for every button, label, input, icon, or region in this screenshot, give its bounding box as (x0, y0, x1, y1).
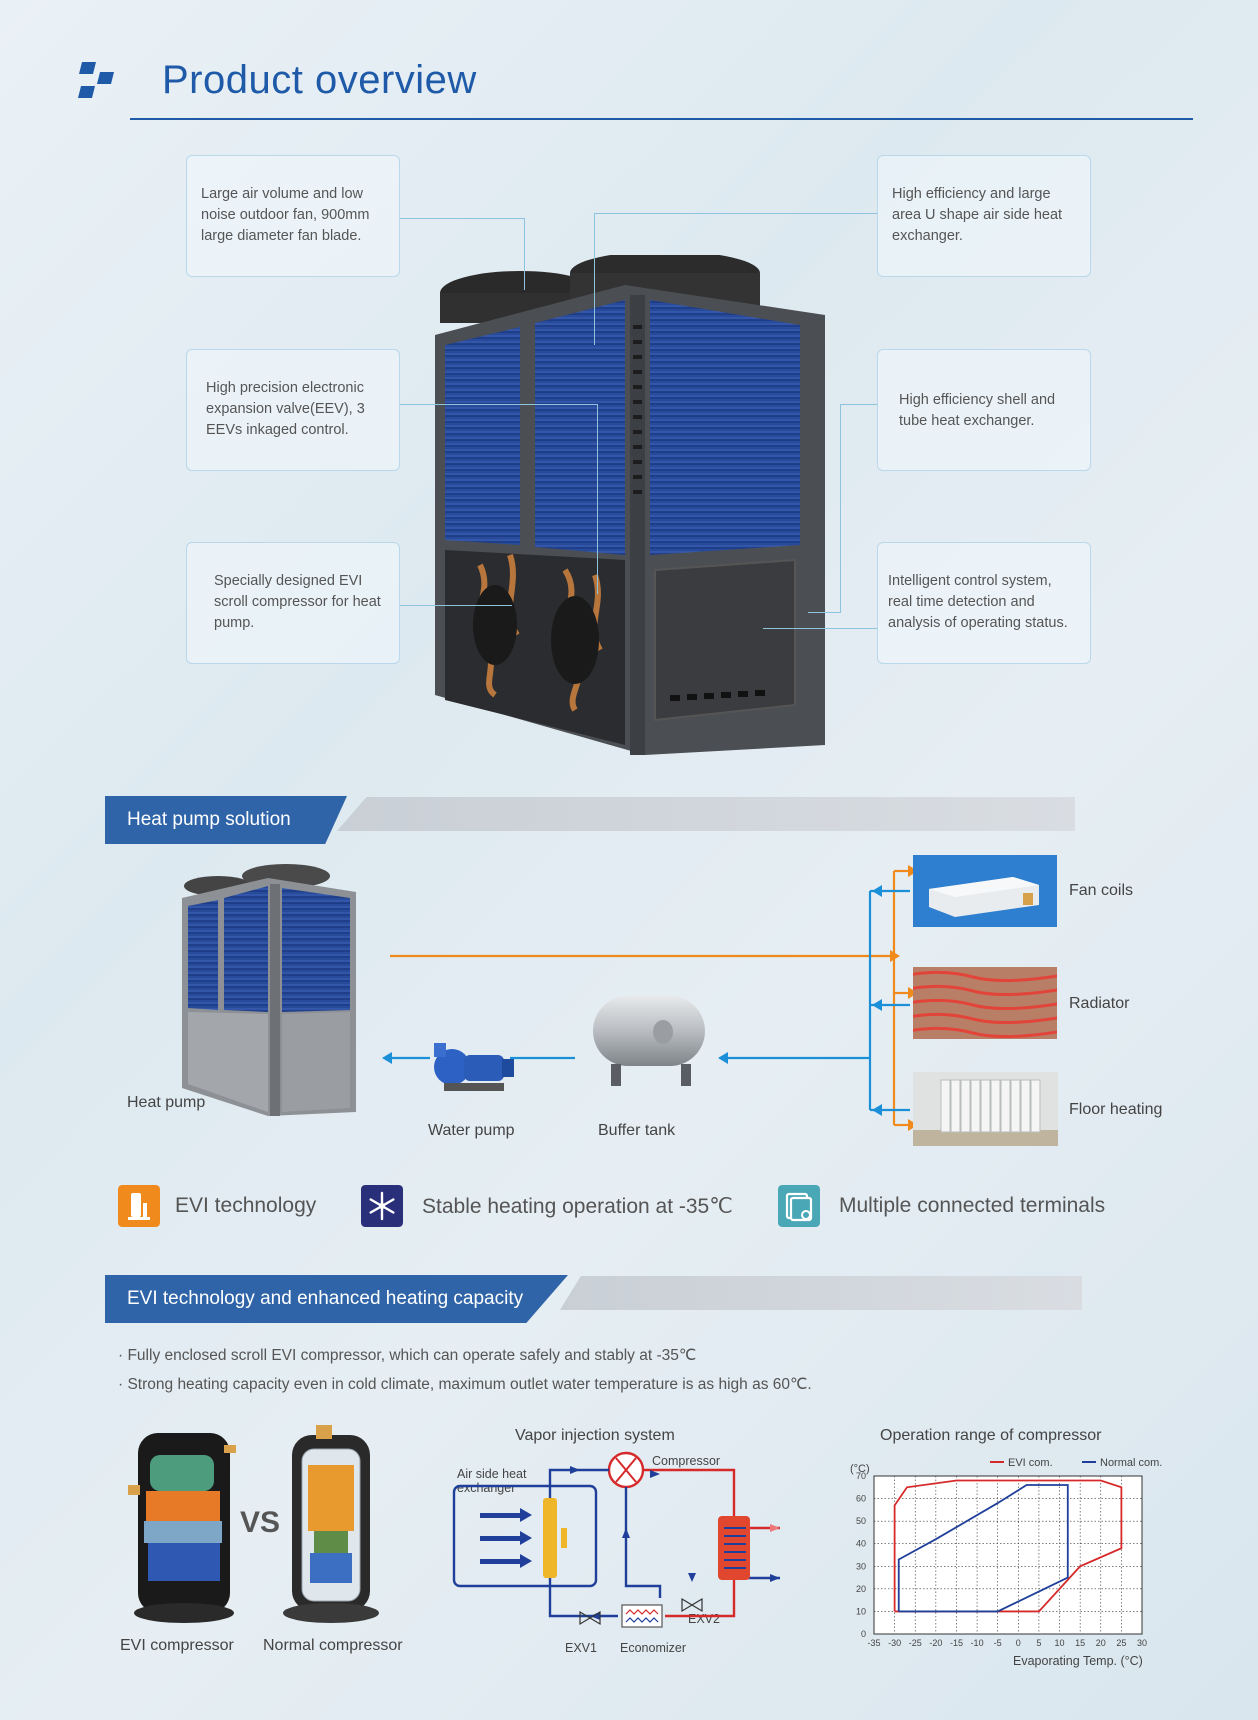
x-tick-label: 15 (1075, 1638, 1085, 1648)
series-line-1 (897, 1484, 1069, 1613)
operation-range-chart: -35 -30 -25 -20 -15 -10 -5 0 5 10 15 20 25 30 0 10 20 30 4… (856, 1458, 1162, 1648)
x-tick-label: -15 (950, 1638, 963, 1648)
label-air-side-exchanger: Air side heat exchanger (457, 1467, 527, 1495)
leader-line (840, 404, 841, 612)
feature-evi-technology: EVI technology (175, 1194, 317, 1217)
callout-control-system: Intelligent control system, real time de… (877, 542, 1091, 664)
x-tick-label: 30 (1137, 1638, 1147, 1648)
x-tick-label: 20 (1096, 1638, 1106, 1648)
label-fan-coils: Fan coils (1069, 882, 1134, 899)
x-tick-label: 0 (1016, 1638, 1021, 1648)
flow-diagram (382, 865, 918, 1131)
legend-label-0: EVI com. (1008, 1458, 1053, 1469)
leader-line (524, 218, 525, 290)
chart-legend: EVI com. Normal com. (990, 1458, 1162, 1469)
y-tick-label: 20 (856, 1584, 866, 1594)
callout-u-shape-exchanger: High efficiency and large area U shape a… (877, 155, 1091, 277)
chart-grid (873, 1475, 1143, 1635)
callout-eev: High precision electronic expansion valv… (186, 349, 400, 471)
section-evi-technology: EVI technology and enhanced heating capa… (105, 1275, 568, 1323)
series-line-0 (893, 1479, 1123, 1613)
evi-icon (118, 1185, 160, 1227)
x-tick-label: 10 (1055, 1638, 1065, 1648)
bullet-heating-capacity: · Strong heating capacity even in cold c… (118, 1376, 812, 1393)
y-axis-label: (°C) (850, 1463, 870, 1475)
section-bar-decor (337, 797, 1075, 831)
radiator-image (913, 967, 1057, 1039)
evi-compressor-image (128, 1433, 236, 1623)
leader-line (763, 628, 877, 629)
snowflake-icon (361, 1185, 403, 1227)
label-floor-heating: Floor heating (1069, 1101, 1163, 1118)
feature-multiple-terminals: Multiple connected terminals (839, 1194, 1106, 1217)
feature-stable-heating: Stable heating operation at -35℃ (422, 1195, 733, 1218)
x-tick-label: -35 (867, 1638, 880, 1648)
normal-compressor-image (283, 1425, 379, 1623)
water-pump-icon (434, 1043, 514, 1091)
floor-heating-image (913, 1072, 1058, 1146)
leader-line (400, 404, 597, 405)
x-tick-label: -5 (994, 1638, 1002, 1648)
x-tick-label: -20 (929, 1638, 942, 1648)
y-tick-label: 0 (861, 1629, 866, 1639)
section-bar-decor (560, 1276, 1082, 1310)
bullet-evi-compressor: · Fully enclosed scroll EVI compressor, … (118, 1347, 697, 1364)
legend-label-1: Normal com. (1100, 1458, 1162, 1469)
chart-series (893, 1479, 1123, 1613)
x-tick-label: -30 (888, 1638, 901, 1648)
leader-line (597, 404, 598, 594)
vapor-injection-diagram (452, 1451, 780, 1628)
callout-evi-compressor: Specially designed EVI scroll compressor… (186, 542, 400, 664)
x-tick-label: -25 (909, 1638, 922, 1648)
label-buffer-tank: Buffer tank (598, 1122, 676, 1139)
buffer-tank-icon (593, 996, 705, 1086)
y-tick-label: 70 (856, 1471, 866, 1481)
leader-line (808, 612, 841, 613)
page-title: Product overview (162, 58, 477, 102)
heat-pump-unit-illustration (435, 255, 825, 755)
leader-line (400, 605, 512, 606)
x-tick-label: 5 (1036, 1638, 1041, 1648)
chart-ticks: -35 -30 -25 -20 -15 -10 -5 0 5 10 15 20 25 30 0 10 20 30 4… (856, 1471, 1147, 1648)
callout-shell-tube-exchanger: High efficiency shell and tube heat exch… (877, 349, 1091, 471)
label-exv1: EXV1 (565, 1641, 597, 1655)
terminals-icon (778, 1185, 820, 1227)
y-tick-label: 40 (856, 1539, 866, 1549)
chart-title: Operation range of compressor (880, 1427, 1102, 1444)
y-tick-label: 30 (856, 1561, 866, 1571)
y-tick-label: 60 (856, 1494, 866, 1504)
plot-area (873, 1475, 1143, 1635)
heat-pump-icon (182, 864, 356, 1116)
fan-coil-image (913, 855, 1057, 927)
leader-line (400, 218, 524, 219)
brand-logo-icon (78, 62, 114, 98)
label-water-pump: Water pump (428, 1122, 515, 1139)
y-tick-label: 50 (856, 1516, 866, 1526)
label-normal-compressor: Normal compressor (263, 1637, 403, 1654)
vs-label: VS (240, 1506, 281, 1539)
x-axis-label: Evaporating Temp. (°C) (1013, 1654, 1143, 1668)
title-underline (130, 118, 1193, 120)
label-heat-pump: Heat pump (127, 1094, 206, 1111)
section-heat-pump-solution: Heat pump solution (105, 796, 347, 844)
label-economizer: Economizer (620, 1641, 686, 1655)
leader-line (594, 213, 877, 214)
y-tick-label: 10 (856, 1606, 866, 1616)
x-tick-label: 25 (1116, 1638, 1126, 1648)
leader-line (594, 213, 595, 345)
label-radiator: Radiator (1069, 995, 1130, 1012)
label-compressor: Compressor (652, 1454, 721, 1468)
leader-line (840, 404, 877, 405)
x-tick-label: -10 (971, 1638, 984, 1648)
label-evi-compressor: EVI compressor (120, 1637, 234, 1654)
vapor-injection-title: Vapor injection system (515, 1427, 675, 1444)
callout-fan: Large air volume and low noise outdoor f… (186, 155, 400, 277)
